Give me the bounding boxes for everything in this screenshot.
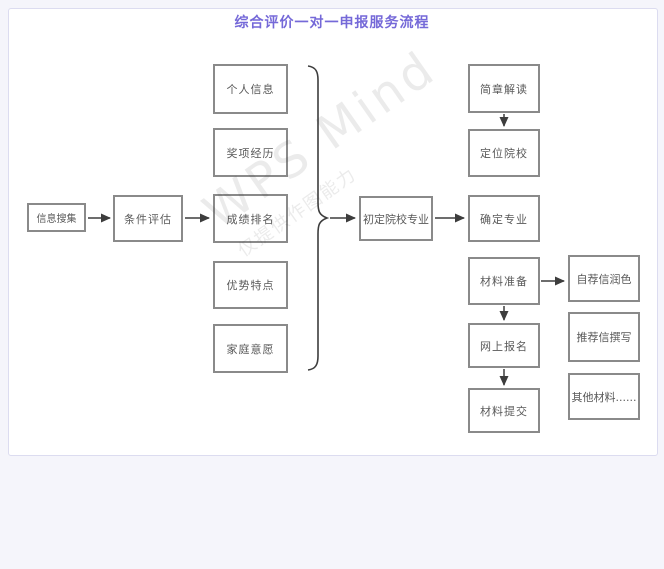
node-other-materials[interactable]: 其他材料...... — [568, 373, 640, 420]
node-material-submit[interactable]: 材料提交 — [468, 388, 540, 433]
node-personal-info[interactable]: 个人信息 — [213, 64, 288, 114]
node-condition-eval[interactable]: 条件评估 — [113, 195, 183, 242]
node-online-register[interactable]: 网上报名 — [468, 323, 540, 368]
diagram-title: 综合评价一对一申报服务流程 — [234, 15, 430, 31]
node-brochure-reading[interactable]: 简章解读 — [468, 64, 540, 113]
node-self-letter-polish[interactable]: 自荐信润色 — [568, 255, 640, 302]
node-advantage-traits[interactable]: 优势特点 — [213, 261, 288, 309]
node-info-collect[interactable]: 信息搜集 — [27, 203, 86, 232]
node-position-schools[interactable]: 定位院校 — [468, 129, 540, 177]
node-confirm-major[interactable]: 确定专业 — [468, 195, 540, 242]
diagram-canvas — [8, 8, 658, 456]
node-family-wishes[interactable]: 家庭意愿 — [213, 324, 288, 373]
node-material-prep[interactable]: 材料准备 — [468, 257, 540, 305]
node-initial-school-major[interactable]: 初定院校专业 — [359, 196, 433, 241]
node-award-experience[interactable]: 奖项经历 — [213, 128, 288, 177]
node-grade-ranking[interactable]: 成绩排名 — [213, 194, 288, 243]
node-recommend-letter[interactable]: 推荐信撰写 — [568, 312, 640, 362]
